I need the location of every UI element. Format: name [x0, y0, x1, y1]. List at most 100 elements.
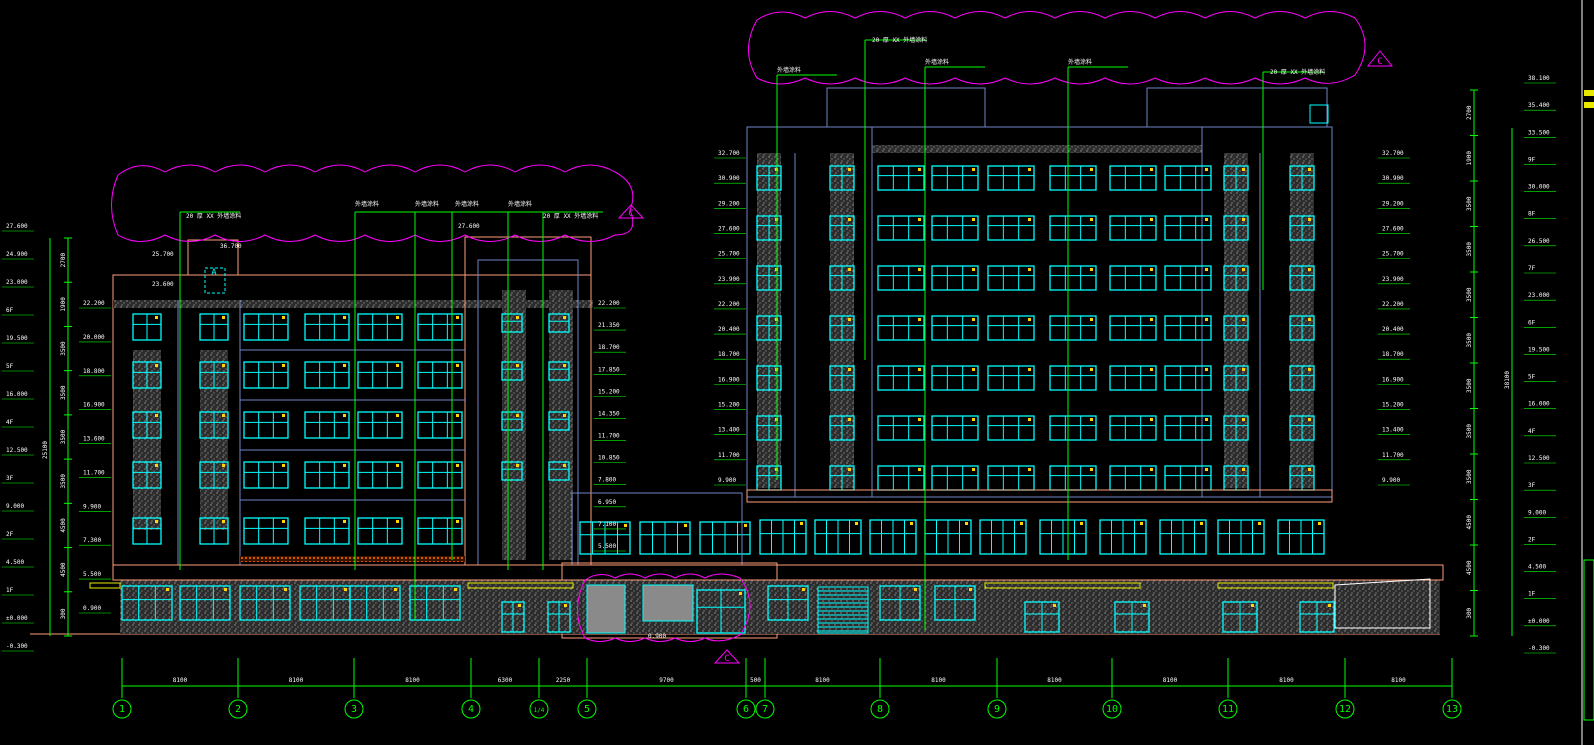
window [357, 313, 403, 341]
elevation-label: 9.900 [1382, 477, 1400, 484]
elevation-label: 16.900 [718, 376, 740, 383]
elevation-label: 11.700 [1382, 452, 1404, 459]
window [931, 165, 979, 191]
elevation-label: 14.350 [598, 410, 620, 417]
window [132, 517, 162, 545]
elevation-label: 22.200 [1382, 301, 1404, 308]
callout-text: 外墙涂料 [508, 200, 532, 208]
window [357, 361, 403, 389]
window [869, 519, 917, 555]
revision-triangle [713, 649, 741, 664]
axis-label: 1 [119, 704, 125, 715]
window [501, 361, 523, 381]
elevation-label: 11.700 [598, 433, 620, 440]
elevation-label: 2F [6, 531, 14, 538]
revision-cloud-left [111, 164, 634, 242]
dimension-label: 1900 [1466, 151, 1473, 166]
elevation-label: 4.500 [1528, 564, 1546, 571]
axis-label: 12 [1339, 704, 1351, 715]
window [243, 361, 289, 389]
elevation-label: 13.400 [1382, 427, 1404, 434]
window [829, 165, 855, 191]
window [829, 365, 855, 391]
dimension-label: 2700 [1466, 105, 1473, 120]
dimension-label: 3500 [1466, 378, 1473, 393]
window [357, 517, 403, 545]
elevation-label: 18.700 [598, 344, 620, 351]
window [132, 461, 162, 489]
window [877, 315, 925, 341]
callout-text: 外墙涂料 [1068, 58, 1092, 66]
elevation-label: 25.700 [152, 251, 174, 258]
window [1164, 215, 1212, 241]
axis-label: 7 [762, 704, 768, 715]
window [1164, 315, 1212, 341]
left-block [112, 236, 751, 566]
revision-tag: C [724, 654, 729, 664]
axis-dimension-label: 8100 [815, 677, 830, 684]
dimension-label: 3500 [60, 474, 67, 489]
elevation-label: 19.500 [6, 335, 28, 342]
elevation-label: 13.400 [718, 427, 740, 434]
elevation-label: 27.600 [718, 225, 740, 232]
elevation-label: 30.900 [1382, 175, 1404, 182]
axis-bubble [1102, 699, 1122, 719]
left-brick-band [240, 556, 465, 562]
window [501, 411, 523, 431]
window [239, 585, 291, 621]
window [1223, 265, 1249, 291]
elevation-label: 9F [1528, 156, 1536, 163]
right-block-outline [746, 126, 1333, 498]
window [501, 313, 523, 333]
window [931, 215, 979, 241]
revision-triangle [1366, 50, 1394, 67]
window [931, 315, 979, 341]
elevation-label: 27.600 [458, 223, 480, 230]
elevation-label: 29.200 [1382, 200, 1404, 207]
elevation-label: 16.900 [1382, 376, 1404, 383]
elevation-label: 1F [1528, 591, 1536, 598]
axis-bubble [1218, 699, 1238, 719]
window [987, 215, 1035, 241]
window [1049, 465, 1097, 491]
window [1024, 601, 1060, 633]
window [1277, 519, 1325, 555]
axis-label: 8 [877, 704, 883, 715]
axis-label: 11 [1222, 704, 1234, 715]
elevation-label: 5.500 [83, 571, 101, 578]
window [501, 601, 525, 633]
axis-bubble [228, 699, 248, 719]
axis-label: 13 [1446, 704, 1458, 715]
elevation-label: 11.700 [718, 452, 740, 459]
window [199, 461, 229, 489]
window [829, 265, 855, 291]
elevation-label: 30.900 [718, 175, 740, 182]
dimension-label: 3500 [60, 385, 67, 400]
window [1223, 315, 1249, 341]
axis-dimension-label: 500 [750, 677, 761, 684]
window [417, 461, 463, 489]
elevation-label: 8F [1528, 211, 1536, 218]
left-block-windows [132, 313, 751, 555]
axis-dimension-label: 6300 [498, 677, 513, 684]
axis-dimension-label: 8100 [931, 677, 946, 684]
right-block [746, 87, 1333, 555]
elevation-label: 27.600 [1382, 225, 1404, 232]
window [547, 601, 571, 633]
window [696, 589, 746, 634]
axis-bubble [987, 699, 1007, 719]
window [1223, 215, 1249, 241]
window [1164, 265, 1212, 291]
window [243, 517, 289, 545]
axis-label: 10 [1106, 704, 1118, 715]
window [243, 411, 289, 439]
window [1289, 265, 1315, 291]
window [931, 365, 979, 391]
dimension-label: 3500 [60, 429, 67, 444]
material-callouts: 20 厚 XX 外墙涂料外墙涂料外墙涂料外墙涂料外墙涂料20 厚 XX 外墙涂料… [179, 36, 1325, 630]
window [1289, 215, 1315, 241]
elevation-label: 17.850 [598, 366, 620, 373]
window [357, 461, 403, 489]
window [501, 461, 523, 481]
elevation-label: -0.300 [1528, 645, 1550, 652]
